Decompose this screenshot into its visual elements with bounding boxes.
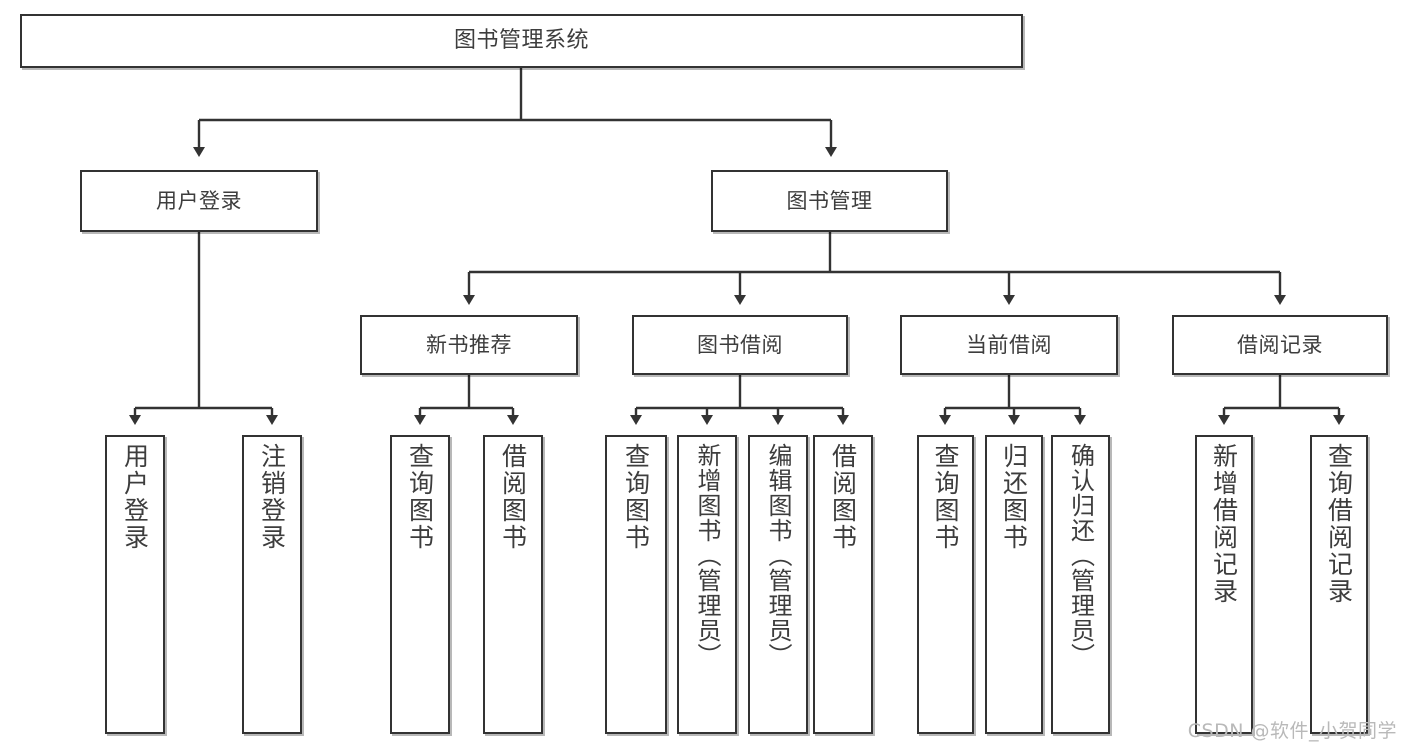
node-new-book-recommend[interactable]: 新书推荐 [360, 315, 578, 375]
node-root[interactable]: 图书管理系统 [20, 14, 1023, 68]
node-leaf-edit-book-label: 编辑图书（管理员） [764, 443, 792, 668]
node-root-label: 图书管理系统 [453, 28, 589, 54]
node-current-borrow[interactable]: 当前借阅 [900, 315, 1118, 375]
node-borrow-record-label: 借阅记录 [1237, 332, 1323, 357]
node-leaf-borrow-book-1-label: 借阅图书 [498, 443, 528, 551]
node-book-borrow-label: 图书借阅 [697, 332, 783, 357]
node-leaf-borrow-book-2[interactable]: 借阅图书 [813, 435, 873, 734]
node-leaf-add-book-label: 新增图书（管理员） [693, 443, 721, 668]
node-leaf-user-login-label: 用户登录 [120, 443, 150, 551]
node-leaf-query-book-1[interactable]: 查询图书 [390, 435, 450, 734]
node-leaf-add-record-label: 新增借阅记录 [1209, 443, 1239, 605]
node-leaf-borrow-book-2-label: 借阅图书 [828, 443, 858, 551]
node-leaf-confirm-return[interactable]: 确认归还（管理员） [1051, 435, 1110, 734]
node-leaf-query-book-1-label: 查询图书 [405, 443, 435, 551]
node-leaf-query-record[interactable]: 查询借阅记录 [1310, 435, 1368, 734]
watermark: CSDN @软件_小贺同学 [1187, 720, 1397, 742]
node-user-login-label: 用户登录 [156, 188, 242, 213]
node-leaf-logout[interactable]: 注销登录 [242, 435, 302, 734]
node-leaf-query-book-2-label: 查询图书 [621, 443, 651, 551]
node-leaf-edit-book[interactable]: 编辑图书（管理员） [748, 435, 808, 734]
node-book-borrow[interactable]: 图书借阅 [632, 315, 848, 375]
node-book-management-label: 图书管理 [786, 188, 873, 213]
node-user-login[interactable]: 用户登录 [80, 170, 318, 232]
node-new-book-recommend-label: 新书推荐 [426, 332, 512, 357]
node-leaf-return-book-label: 归还图书 [999, 443, 1029, 551]
node-leaf-query-book-3-label: 查询图书 [931, 443, 960, 551]
node-book-management[interactable]: 图书管理 [711, 170, 948, 232]
node-leaf-user-login[interactable]: 用户登录 [105, 435, 165, 734]
node-leaf-logout-label: 注销登录 [257, 443, 287, 551]
node-current-borrow-label: 当前借阅 [966, 332, 1052, 357]
node-leaf-return-book[interactable]: 归还图书 [985, 435, 1043, 734]
node-leaf-add-book[interactable]: 新增图书（管理员） [677, 435, 737, 734]
node-leaf-borrow-book-1[interactable]: 借阅图书 [483, 435, 543, 734]
node-leaf-confirm-return-label: 确认归还（管理员） [1066, 443, 1095, 668]
node-leaf-query-record-label: 查询借阅记录 [1324, 443, 1354, 605]
node-leaf-query-book-3[interactable]: 查询图书 [917, 435, 974, 734]
node-borrow-record[interactable]: 借阅记录 [1172, 315, 1388, 375]
node-leaf-query-book-2[interactable]: 查询图书 [605, 435, 667, 734]
node-leaf-add-record[interactable]: 新增借阅记录 [1195, 435, 1253, 734]
